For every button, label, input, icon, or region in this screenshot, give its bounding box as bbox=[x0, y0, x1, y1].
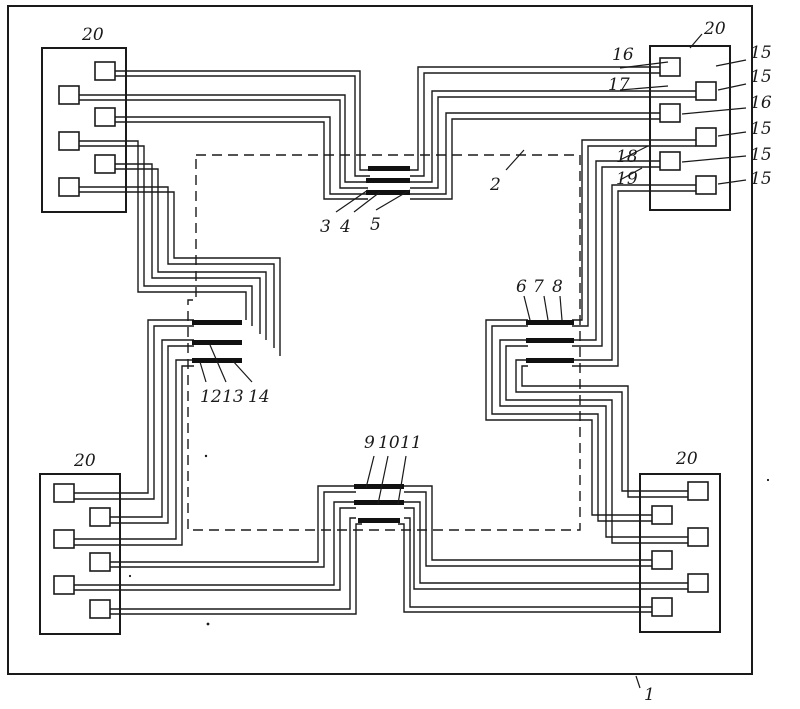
trace bbox=[404, 492, 652, 566]
label-7: 7 bbox=[533, 277, 544, 297]
trace bbox=[404, 508, 688, 589]
scan-specks bbox=[129, 455, 769, 626]
pad bbox=[54, 530, 74, 548]
chip-bar bbox=[354, 484, 404, 489]
label-18: 18 bbox=[616, 147, 638, 167]
label-9: 9 bbox=[364, 433, 375, 453]
pad bbox=[660, 152, 680, 170]
label-15-d: 15 bbox=[750, 145, 772, 165]
trace bbox=[115, 164, 260, 334]
label-block20-tl: 20 bbox=[81, 25, 104, 45]
label-6: 6 bbox=[516, 277, 527, 297]
pads-top-right bbox=[660, 58, 716, 194]
trace bbox=[410, 91, 696, 182]
label-8: 8 bbox=[552, 277, 563, 297]
trace bbox=[404, 486, 652, 560]
traces-bottom bbox=[74, 486, 688, 614]
chip-bar bbox=[192, 340, 242, 345]
chip-right bbox=[526, 320, 574, 363]
label-11: 11 bbox=[400, 433, 422, 453]
trace bbox=[110, 486, 356, 562]
pad bbox=[90, 553, 110, 571]
label-16-top: 16 bbox=[612, 45, 634, 65]
chip-bar bbox=[192, 320, 242, 325]
label-10: 10 bbox=[378, 433, 400, 453]
pads-top-left bbox=[59, 62, 115, 196]
label-14: 14 bbox=[248, 387, 270, 407]
trace bbox=[74, 502, 356, 585]
traces-right bbox=[486, 140, 696, 543]
pad bbox=[95, 155, 115, 173]
trace bbox=[115, 117, 368, 194]
chip-bar bbox=[368, 166, 410, 171]
label-block20-br: 20 bbox=[675, 449, 698, 469]
label-15-e: 15 bbox=[750, 169, 772, 189]
label-block20-tr: 20 bbox=[703, 19, 726, 39]
pad bbox=[696, 82, 716, 100]
label-15-b: 15 bbox=[750, 67, 772, 87]
pad bbox=[688, 528, 708, 546]
trace bbox=[572, 167, 660, 346]
trace bbox=[79, 192, 280, 356]
trace bbox=[572, 185, 696, 360]
pad bbox=[54, 484, 74, 502]
trace bbox=[410, 97, 696, 188]
traces-left bbox=[74, 141, 280, 545]
pad bbox=[59, 178, 79, 196]
pads-bottom-right bbox=[652, 482, 708, 616]
chip-bar bbox=[358, 518, 400, 523]
chip-bottom bbox=[354, 484, 404, 523]
label-region: 2 bbox=[489, 175, 501, 195]
pad bbox=[59, 86, 79, 104]
pad bbox=[54, 576, 74, 594]
label-12: 12 bbox=[200, 387, 222, 407]
label-block20-bl: 20 bbox=[73, 451, 96, 471]
pad bbox=[652, 598, 672, 616]
label-5: 5 bbox=[370, 215, 381, 235]
pad bbox=[59, 132, 79, 150]
label-3: 3 bbox=[320, 217, 331, 237]
chip-bar bbox=[526, 358, 574, 363]
trace bbox=[74, 508, 356, 590]
label-15-a: 15 bbox=[750, 43, 772, 63]
trace bbox=[522, 366, 688, 497]
trace bbox=[516, 360, 688, 491]
pads-bottom-left bbox=[54, 484, 110, 618]
chip-bar bbox=[526, 320, 574, 325]
pad bbox=[688, 482, 708, 500]
chip-left bbox=[192, 320, 242, 363]
trace bbox=[486, 320, 652, 515]
trace bbox=[115, 76, 370, 176]
pad bbox=[95, 62, 115, 80]
trace bbox=[110, 518, 356, 609]
trace bbox=[404, 518, 652, 607]
label-17: 17 bbox=[608, 75, 630, 95]
pad bbox=[90, 508, 110, 526]
label-13: 13 bbox=[222, 387, 244, 407]
pad bbox=[95, 108, 115, 126]
pad bbox=[696, 176, 716, 194]
pad bbox=[90, 600, 110, 618]
label-4: 4 bbox=[339, 217, 351, 237]
chip-top bbox=[366, 166, 410, 195]
pad bbox=[660, 58, 680, 76]
pad bbox=[660, 104, 680, 122]
pad bbox=[652, 506, 672, 524]
pad bbox=[688, 574, 708, 592]
label-substrate: 1 bbox=[644, 685, 655, 705]
label-16-right: 16 bbox=[750, 93, 772, 113]
chip-bar bbox=[366, 178, 410, 183]
chip-bar bbox=[526, 338, 574, 343]
label-15-c: 15 bbox=[750, 119, 772, 139]
label-19: 19 bbox=[616, 169, 638, 189]
pad bbox=[696, 128, 716, 146]
pad bbox=[652, 551, 672, 569]
